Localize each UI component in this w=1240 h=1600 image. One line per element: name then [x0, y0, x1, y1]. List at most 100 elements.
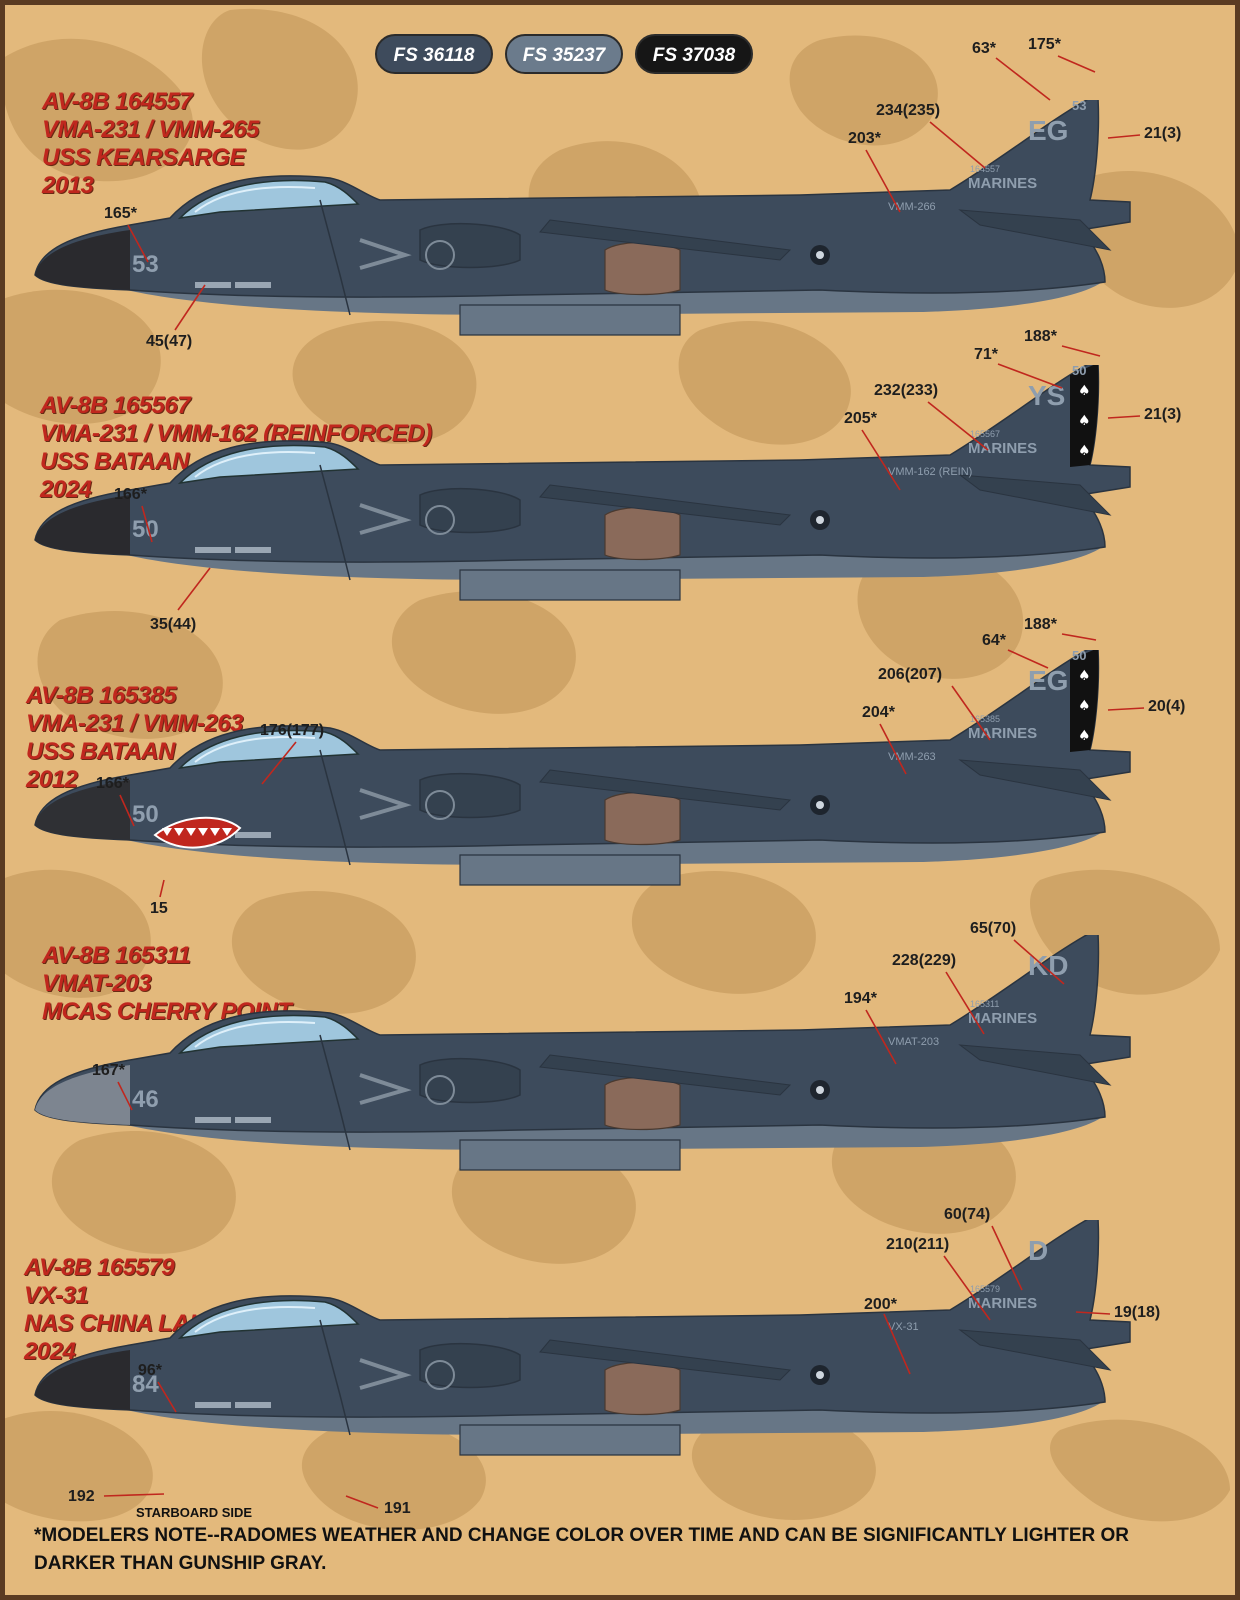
title-line: AV-8B 165579	[24, 1254, 175, 1281]
tail-code: EG	[1028, 115, 1068, 146]
svg-text:♠: ♠	[1078, 728, 1091, 744]
callout: 20(4)	[1148, 698, 1186, 715]
title-line: VMAT-203	[42, 970, 151, 997]
fs-35237-chip: FS 35237	[505, 34, 623, 74]
marines-lettering: MARINES	[968, 175, 1037, 192]
nose-number: 50	[132, 801, 159, 828]
nose-number: 46	[132, 1086, 159, 1113]
callout: 203*	[848, 130, 881, 147]
callout: 19(18)	[1114, 1304, 1161, 1321]
callout: 21(3)	[1144, 406, 1182, 423]
fuselage-text: VX-31	[888, 1321, 919, 1333]
title-line: AV-8B 165567	[40, 392, 191, 419]
nose-number: 84	[132, 1371, 159, 1398]
title-line: VMA-231 / VMM-265	[42, 116, 259, 143]
callout: 205*	[844, 410, 877, 427]
callout: 204*	[862, 704, 895, 721]
title-line: AV-8B 165311	[42, 942, 191, 969]
fuselage-text: VMAT-203	[888, 1036, 939, 1048]
title-line: 2013	[42, 172, 94, 199]
callout: 176(177)	[260, 722, 325, 739]
title-line: AV-8B 164557	[42, 88, 193, 115]
shark-mouth	[153, 816, 242, 849]
fuselage-text: VMM-266	[888, 201, 936, 213]
svg-text:♠: ♠	[1078, 443, 1091, 459]
tail-code: YS	[1028, 380, 1065, 411]
svg-text:♠: ♠	[1078, 383, 1091, 399]
callout: 188*	[1024, 328, 1057, 345]
callout: 194*	[844, 990, 877, 1007]
tail-number: 50	[1072, 365, 1086, 378]
tail-number: 53	[1072, 100, 1086, 113]
marines-lettering: MARINES	[968, 725, 1037, 742]
callout: 21(3)	[1144, 125, 1182, 142]
aircraft-4-title: AV-8B 165311 VMAT-203 MCAS CHERRY POINT	[42, 942, 292, 1026]
callout: 188*	[1024, 616, 1057, 633]
tail-code: D	[1028, 1235, 1048, 1266]
callout: 228(229)	[892, 952, 957, 969]
callout: 15	[150, 900, 168, 917]
aircraft-2-title: AV-8B 165567 VMA-231 / VMM-162 (REINFORC…	[40, 392, 432, 504]
serial-number: 164557	[970, 164, 1000, 174]
callout: 232(233)	[874, 382, 939, 399]
modelers-note: *MODELERS NOTE--RADOMES WEATHER AND CHAN…	[34, 1525, 1129, 1574]
fuselage-text: VMM-162 (REIN)	[888, 466, 972, 478]
callout: 192	[68, 1488, 95, 1505]
title-line: USS BATAAN	[26, 738, 175, 765]
title-line: AV-8B 165385	[26, 682, 177, 709]
title-line: 2012	[26, 766, 78, 793]
serial-number: 165311	[970, 999, 999, 1009]
fs-chip-label: FS 37038	[652, 45, 736, 66]
callout: 64*	[982, 632, 1007, 649]
fs-36118-chip: FS 36118	[375, 34, 493, 74]
radome	[35, 1350, 130, 1410]
serial-number: 165579	[970, 1284, 1000, 1294]
svg-text:♠: ♠	[1078, 698, 1091, 714]
callout: 210(211)	[886, 1236, 950, 1253]
title-line: VMA-231 / VMM-263	[26, 710, 243, 737]
callout: 96*	[138, 1362, 163, 1379]
title-line: 2024	[24, 1338, 76, 1365]
nose-number: 50	[132, 516, 159, 543]
callout: 191	[384, 1500, 411, 1517]
starboard-side-label: STARBOARD SIDE	[136, 1505, 253, 1520]
tail-code: KD	[1028, 950, 1068, 981]
svg-text:♠: ♠	[1078, 668, 1091, 684]
callout: 175*	[1028, 36, 1061, 53]
aircraft-1-title: AV-8B 164557 VMA-231 / VMM-265 USS KEARS…	[42, 88, 259, 200]
aircraft-3-title: AV-8B 165385 VMA-231 / VMM-263 USS BATAA…	[26, 682, 243, 794]
callout: 200*	[864, 1296, 897, 1313]
callout: 60(74)	[944, 1206, 991, 1223]
marines-lettering: MARINES	[968, 1295, 1037, 1312]
serial-number: 165567	[970, 429, 1000, 439]
svg-text:♠: ♠	[1078, 413, 1091, 429]
fs-chip-label: FS 35237	[522, 45, 606, 66]
marines-lettering: MARINES	[968, 440, 1037, 457]
title-line: 2024	[40, 476, 92, 503]
callout: 166*	[114, 486, 147, 503]
tail-code: EG	[1028, 665, 1068, 696]
callout: 45(47)	[146, 333, 193, 350]
radome	[35, 230, 130, 290]
fuselage-text: VMM-263	[888, 751, 936, 763]
tail-number: 50	[1072, 650, 1086, 663]
radome	[35, 780, 130, 840]
fs-37038-chip: FS 37038	[635, 34, 753, 74]
callout: 35(44)	[150, 616, 197, 633]
callout: 165*	[104, 205, 137, 222]
title-line: USS BATAAN	[40, 448, 189, 475]
callout: 71*	[974, 346, 999, 363]
title-line: VMA-231 / VMM-162 (REINFORCED)	[40, 420, 432, 447]
callout: 206(207)	[878, 666, 943, 683]
callout: 63*	[972, 40, 997, 57]
callout: 234(235)	[876, 102, 941, 119]
radome	[35, 1065, 130, 1125]
title-line: VX-31	[24, 1282, 89, 1309]
title-line: USS KEARSARGE	[42, 144, 245, 171]
